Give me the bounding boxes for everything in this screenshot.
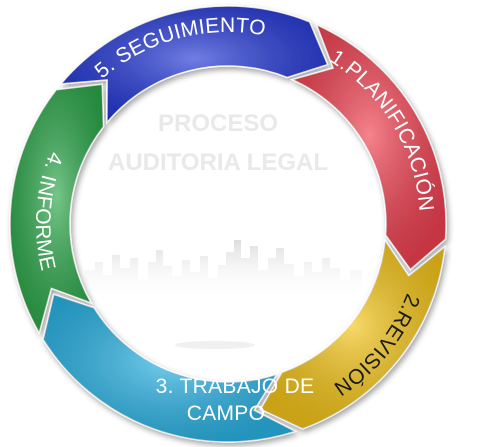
segment-informe-shading	[10, 84, 104, 333]
segment-planificacion	[290, 23, 447, 271]
segment-trabajo-de-campo	[42, 293, 298, 443]
segment-trabajo-de-campo-shading	[43, 294, 296, 442]
segment-revision	[259, 238, 446, 430]
city-skyline-graphic	[85, 240, 362, 349]
segment-revision-shading	[260, 240, 445, 429]
segment-seguimiento-shading	[61, 5, 328, 123]
segment-planificacion-shading	[292, 24, 447, 270]
segment-informe	[9, 83, 105, 335]
center-title-line2: AUDITORIA LEGAL	[108, 149, 328, 176]
segment-label-trabajo-line2: CAMPO	[187, 402, 266, 425]
segment-label-trabajo-line1: 3. TRABAJO DE	[156, 375, 315, 398]
segment-seguimiento	[59, 5, 329, 125]
center-title-line1: PROCESO	[158, 110, 278, 137]
